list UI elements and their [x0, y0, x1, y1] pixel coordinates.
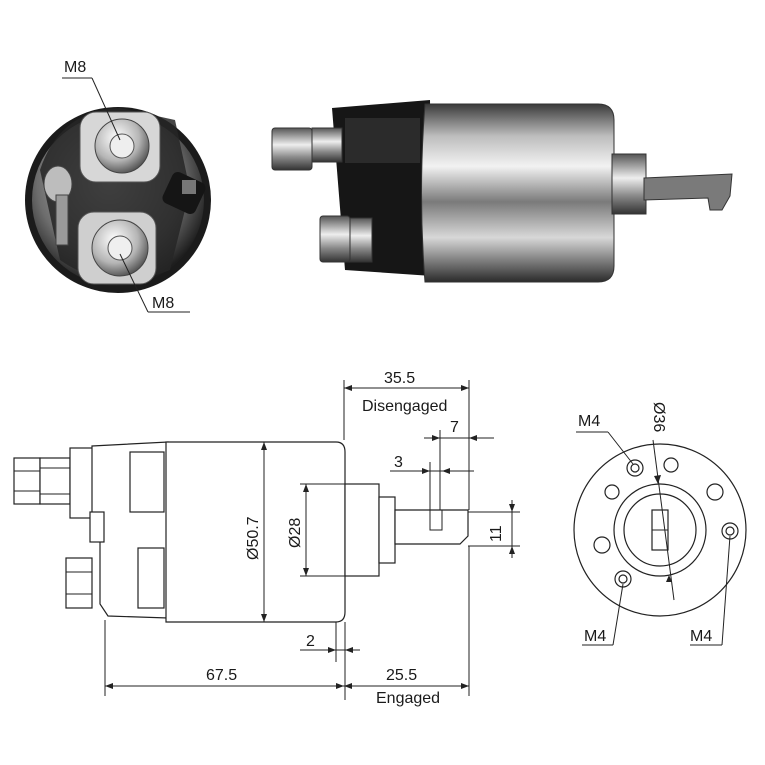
flange-hole-right — [706, 483, 724, 501]
side-bottom-washer — [347, 217, 373, 263]
dim-3-value: 3 — [394, 454, 403, 471]
leader-m4-top-left — [607, 431, 634, 465]
end-view-photo: M8 M8 — [25, 59, 211, 313]
top-terminal-stud — [109, 133, 135, 159]
end-view-strap — [55, 194, 69, 246]
flange-hole-lower-left — [593, 536, 611, 554]
dim-2-value: 2 — [306, 633, 315, 650]
side-top-washer — [311, 127, 343, 163]
dim-disengaged-label: Disengaged — [362, 398, 447, 415]
label-bottom-m8: M8 — [152, 295, 174, 312]
label-bore: Ø36 — [650, 402, 667, 432]
drawing-nose — [344, 483, 380, 577]
flange-view-drawing: Ø36 M4 M4 M4 — [573, 402, 747, 646]
side-bottom-nut — [319, 215, 351, 263]
drawing-plunger — [394, 509, 469, 545]
drawing-can — [165, 441, 346, 623]
drawing-bottom-nut — [65, 557, 93, 609]
dim-engaged-label: Engaged — [376, 690, 440, 707]
side-view-photo — [271, 100, 733, 283]
label-m4-top-left: M4 — [578, 413, 600, 430]
side-plunger — [643, 173, 733, 211]
dim-7-value: 7 — [450, 419, 459, 436]
leader-bottom-m8 — [119, 253, 149, 313]
dim-nose-diameter-value: Ø28 — [287, 518, 304, 548]
dim-body-diameter-value: Ø50.7 — [245, 516, 262, 560]
label-m4-bottom-left: M4 — [584, 628, 606, 645]
dim-67-5-value: 67.5 — [206, 667, 237, 684]
side-view-drawing: 35.5 Disengaged 7 3 11 Ø50.7 Ø28 — [13, 370, 520, 707]
dim-engaged-value: 25.5 — [386, 667, 417, 684]
side-top-nut — [271, 127, 313, 171]
drawing-top-stud-base — [69, 447, 95, 519]
label-top-m8: M8 — [64, 59, 86, 76]
leader-m4-bottom-left — [612, 583, 624, 646]
flange-hole-top — [663, 457, 679, 473]
drawing-top-washer — [39, 457, 71, 505]
dim-11-value: 11 — [488, 525, 505, 542]
leader-m4-right — [721, 535, 731, 646]
drawing-top-nut — [13, 457, 41, 505]
bottom-terminal-stud — [107, 235, 133, 261]
side-can — [421, 103, 615, 283]
side-nose — [611, 153, 647, 215]
leader-top-m8 — [91, 77, 121, 141]
dim-bore-line — [652, 439, 675, 601]
small-terminal-tip — [182, 180, 196, 194]
dim-disengaged-value: 35.5 — [384, 370, 415, 387]
drawing-plunger-slot — [429, 510, 443, 531]
flange-hole-left — [604, 484, 620, 500]
label-m4-right: M4 — [690, 628, 712, 645]
